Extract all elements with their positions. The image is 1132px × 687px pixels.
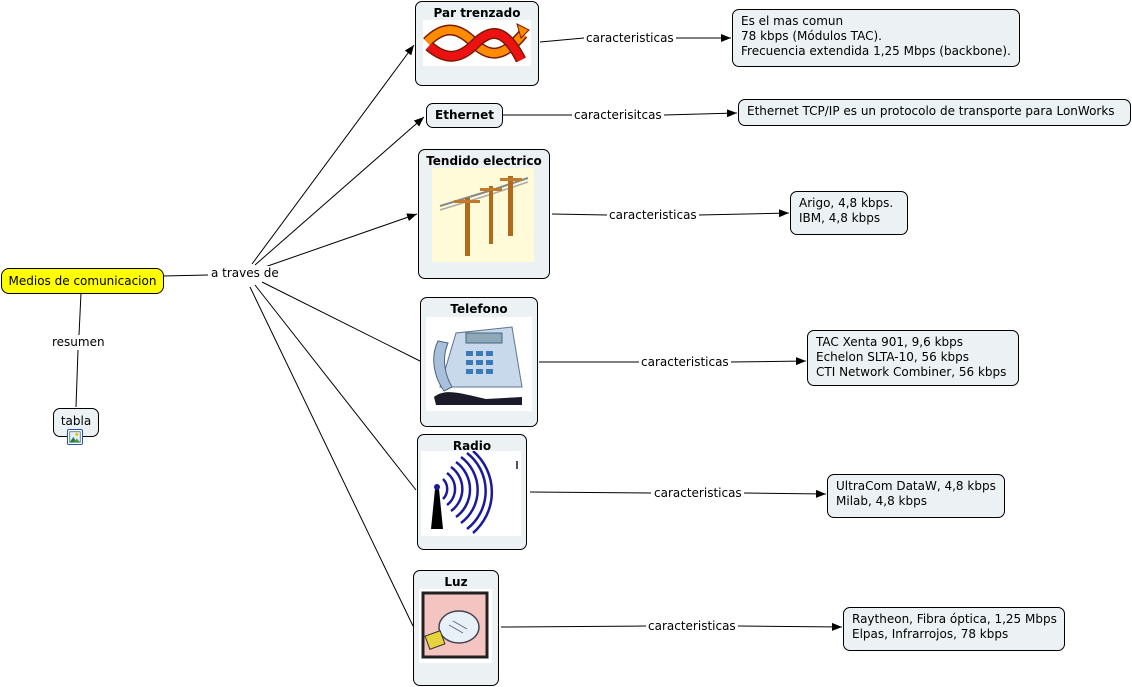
edge-to-radio (254, 284, 417, 491)
details-radio[interactable]: UltraCom DataW, 4,8 kbps Milab, 4,8 kbps (827, 474, 1005, 518)
media-title: Par trenzado (433, 6, 521, 20)
edge-resumen-tabla (75, 349, 79, 408)
detail-line: Ethernet TCP/IP es un protocolo de trans… (747, 104, 1115, 118)
edge-to-tendido (261, 213, 418, 269)
root-concept-label: Medios de comunicacion (8, 274, 157, 288)
edge-radio-details (743, 489, 827, 498)
details-telefono[interactable]: TAC Xenta 901, 9,6 kbps Echelon SLTA-10,… (807, 330, 1019, 386)
link-label-a-traves-de: a traves de (209, 266, 281, 280)
link-label-caracteristicas: caracteristicas (639, 355, 731, 369)
link-label-caracteristicas: caracteristicas (584, 31, 676, 45)
radio-tower-icon (421, 451, 521, 536)
link-label-caracteristicas: caracteristicas (652, 486, 744, 500)
edge-par-label (539, 37, 585, 43)
detail-line: Es el mas comun (741, 14, 844, 28)
link-label-caracteristicas: caracteristicas (607, 208, 699, 222)
details-par-trenzado[interactable]: Es el mas comun 78 kbps (Módulos TAC). F… (732, 9, 1020, 67)
detail-line: Milab, 4,8 kbps (836, 494, 927, 508)
media-title: Radio (452, 439, 492, 453)
media-title: Ethernet (435, 108, 494, 122)
detail-line: Arigo, 4,8 kbps. (799, 196, 894, 210)
link-label-caracteristicas: caracteristicas (646, 619, 738, 633)
detail-line: Elpas, Infrarrojos, 78 kbps (852, 627, 1009, 641)
detail-line: Echelon SLTA-10, 56 kbps (816, 350, 970, 364)
tabla-label: tabla (60, 414, 92, 428)
edge-root-resumen (78, 292, 82, 336)
edge-luz-label (500, 625, 647, 628)
media-node-ethernet[interactable]: Ethernet (426, 103, 503, 128)
image-attachment-icon[interactable] (67, 429, 83, 445)
edge-to-par-trenzado (251, 44, 415, 265)
edge-eth-details (663, 109, 738, 118)
telephone-icon (426, 317, 532, 411)
details-tendido-electrico[interactable]: Arigo, 4,8 kbps. IBM, 4,8 kbps (790, 191, 908, 235)
detail-line: TAC Xenta 901, 9,6 kbps (816, 335, 963, 349)
link-label-resumen: resumen (50, 335, 107, 349)
details-ethernet[interactable]: Ethernet TCP/IP es un protocolo de trans… (738, 99, 1131, 126)
media-title: Telefono (450, 302, 508, 316)
edge-radio-label (529, 491, 652, 494)
edge-to-luz (249, 286, 414, 627)
edge-tend-details (698, 209, 790, 218)
media-title: Luz (444, 575, 468, 589)
edge-tel-details (729, 357, 807, 366)
detail-line: 78 kbps (Módulos TAC). (741, 29, 882, 43)
detail-line: UltraCom DataW, 4,8 kbps (836, 479, 996, 493)
root-concept[interactable]: Medios de comunicacion (1, 268, 164, 294)
edge-tend-label (551, 213, 608, 216)
edge-to-ethernet (254, 116, 425, 266)
edge-luz-details (737, 622, 843, 631)
detail-line: Raytheon, Fibra óptica, 1,25 Mbps (852, 612, 1057, 626)
power-lines-icon (432, 168, 534, 262)
detail-line: CTI Network Combiner, 56 kbps (816, 365, 1007, 379)
twisted-pair-icon (423, 20, 531, 66)
edge-to-telefono (261, 281, 421, 362)
detail-line: Frecuencia extendida 1,25 Mbps (backbone… (741, 44, 1011, 58)
detail-line: IBM, 4,8 kbps (799, 211, 881, 225)
edge-root-link (162, 274, 209, 277)
media-title: Tendido electrico (426, 154, 542, 168)
details-luz[interactable]: Raytheon, Fibra óptica, 1,25 Mbps Elpas,… (843, 607, 1065, 651)
light-bulb-icon (419, 589, 492, 663)
link-label-caracterisitcas: caracterisitcas (572, 108, 664, 122)
